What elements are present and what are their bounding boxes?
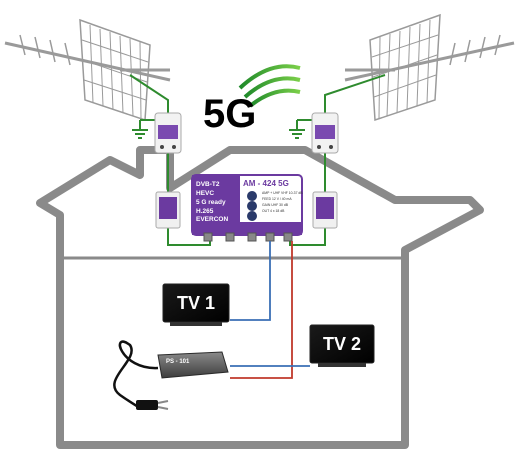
tv2-label: TV 2 (323, 334, 361, 354)
left-attic-filter (155, 191, 181, 229)
feature-line: H.265 (196, 208, 214, 215)
spec-line: OUT 4 x 18 dB (262, 209, 285, 213)
cable-tv1 (230, 241, 271, 321)
tv1: TV 1 (162, 283, 230, 326)
spec-line: FEED 12 V / 40 mA (262, 197, 292, 201)
feature-line: EVERCON (196, 216, 228, 223)
tv-cables (230, 241, 310, 379)
gain-knob-icon (247, 191, 257, 221)
tv1-label: TV 1 (177, 293, 215, 313)
amplifier-specs: AMP + UHF VHF 10-37 dB FEED 12 V / 40 mA… (262, 191, 303, 213)
amplifier-features: DVB-T2 HEVC 5 G ready H.265 EVERCON (196, 181, 228, 223)
cable-power (230, 241, 293, 379)
right-ground-icon (289, 119, 312, 139)
5g-logo: 5G (203, 64, 301, 136)
power-supply-label: PS - 101 (166, 359, 190, 365)
spec-line: GAIN UHF 30 dB (262, 203, 289, 207)
5g-badge: 5G (203, 92, 256, 136)
amplifier-model: AM - 424 5G (243, 179, 289, 188)
amplifier-connectors (203, 232, 293, 242)
tv2: TV 2 (309, 324, 375, 367)
feature-line: DVB-T2 (196, 181, 220, 188)
right-masthead-filter (311, 112, 339, 154)
amplifier-am424: AM - 424 5G DVB-T2 HEVC 5 G ready H.265 … (191, 174, 303, 242)
right-antenna-icon (344, 13, 515, 122)
left-antenna-icon (4, 18, 171, 122)
power-supply-ps101: PS - 101 (113, 340, 229, 410)
left-masthead-filter (154, 112, 182, 154)
spec-line: AMP + UHF VHF 10-37 dB (262, 191, 303, 195)
right-attic-filter (312, 191, 338, 229)
feature-line: HEVC (196, 190, 214, 197)
power-cord-icon (113, 340, 159, 410)
feature-line: 5 G ready (196, 199, 226, 206)
plug-icon (136, 400, 169, 410)
left-ground-icon (132, 119, 155, 139)
house-outline (36, 146, 484, 449)
